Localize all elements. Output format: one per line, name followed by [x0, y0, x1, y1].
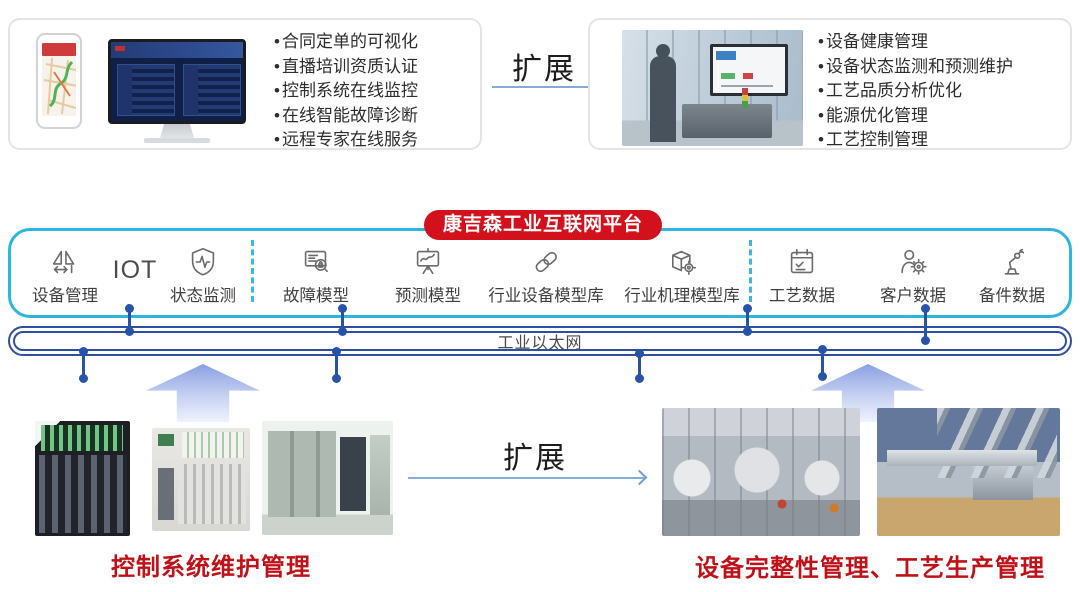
- up-arrow-left: [146, 364, 260, 422]
- dashboard-table-right: [183, 64, 241, 116]
- platform-item-label: 备件数据: [979, 287, 1045, 305]
- platform-item-label: 状态监测: [170, 287, 236, 305]
- phone-map-mockup: [36, 33, 82, 129]
- bullet-item: 设备状态监测和预测维护: [818, 55, 1013, 80]
- connector-line: [742, 304, 752, 336]
- calendar-check-icon: [785, 241, 819, 279]
- platform-item-customer-data: 客户数据: [880, 241, 946, 306]
- expand-arrow-bottom: [408, 477, 644, 479]
- platform-divider-right: [749, 240, 752, 302]
- signal-tower-lamp: [742, 88, 748, 108]
- platform-item-prediction-model: 预测模型: [395, 241, 461, 306]
- bullet-item: 工艺品质分析优化: [818, 79, 1013, 104]
- platform-banner: 康吉森工业互联网平台: [424, 210, 662, 240]
- platform-item-process-data: 工艺数据: [769, 241, 835, 306]
- phone-app-header: [42, 43, 76, 56]
- connector-line: [817, 345, 827, 381]
- calibration-icon: [48, 241, 82, 279]
- monitor-stand-base: [144, 138, 210, 143]
- platform-item-iot: IOT: [113, 241, 158, 299]
- shield-pulse-icon: [186, 241, 220, 279]
- platform-item-label: 设备管理: [32, 287, 98, 305]
- industrial-ethernet-bar: 工业以太网: [8, 326, 1072, 356]
- dashboard-header-band: [111, 42, 243, 58]
- top-left-panel: 合同定单的可视化 直播培训资质认证 控制系统在线监控 在线智能故障诊断 远程专家…: [8, 18, 482, 150]
- caption-equipment-integrity-process-production: 设备完整性管理、工艺生产管理: [695, 555, 1045, 582]
- connector-line: [634, 349, 644, 383]
- bullet-item: 能源优化管理: [818, 104, 1013, 129]
- platform-item-spare-parts-data: 备件数据: [979, 241, 1045, 306]
- platform-item-label: 预测模型: [395, 287, 461, 305]
- top-right-bullet-list: 设备健康管理 设备状态监测和预测维护 工艺品质分析优化 能源优化管理 工艺控制管…: [818, 30, 1013, 153]
- person-gear-icon: [896, 241, 930, 279]
- prediction-board-icon: [411, 241, 445, 279]
- photo-gray-controller-rack: [152, 428, 250, 531]
- platform-item-industry-equipment-model-library: 行业设备模型库: [488, 241, 604, 306]
- connector-line: [920, 304, 930, 345]
- bullet-item: 在线智能故障诊断: [274, 104, 418, 129]
- dashboard-table-left: [117, 64, 175, 116]
- chain-links-icon: [529, 241, 563, 279]
- monitor-stand-neck: [160, 124, 194, 138]
- platform-item-label: 故障模型: [283, 287, 349, 305]
- caption-control-system-maintenance: 控制系统维护管理: [111, 554, 311, 581]
- bullet-item: 直播培训资质认证: [274, 55, 418, 80]
- connector-line: [78, 347, 88, 383]
- platform-item-label: 行业机理模型库: [624, 287, 740, 305]
- photo-process-piping-plant: [877, 408, 1060, 536]
- dashboard-screen: [108, 39, 246, 124]
- platform-item-industry-mechanism-model-library: 行业机理模型库: [624, 241, 740, 306]
- platform-item-condition-monitoring: 状态监测: [170, 241, 236, 306]
- top-left-bullet-list: 合同定单的可视化 直播培训资质认证 控制系统在线监控 在线智能故障诊断 远程专家…: [274, 30, 418, 153]
- photo-turbine-hall: [662, 408, 860, 536]
- robot-arm-icon: [995, 241, 1029, 279]
- person-silhouette: [650, 44, 676, 142]
- dashboard-logo-mark: [115, 46, 125, 51]
- bullet-item: 控制系统在线监控: [274, 79, 418, 104]
- platform-item-label: IOT: [112, 256, 158, 284]
- fault-screen-magnifier-icon: [299, 241, 333, 279]
- bullet-item: 工艺控制管理: [818, 128, 1013, 153]
- photo-control-cabinet-room: [262, 421, 393, 535]
- connector-line: [337, 304, 347, 336]
- large-display: [710, 44, 788, 96]
- photo-dcs-controller-rack: [35, 421, 130, 536]
- workstation-machine: [682, 104, 772, 138]
- expand-arrow-top: [492, 86, 594, 88]
- expand-label-top: 扩展: [512, 53, 576, 86]
- industrial-ethernet-inner: 工业以太网: [13, 331, 1067, 352]
- dashboard-monitor-mockup: [108, 39, 246, 143]
- map-routes-graphic: [43, 57, 76, 115]
- display-charts: [713, 47, 785, 93]
- phone-map-area: [42, 56, 76, 116]
- platform-item-label: 行业设备模型库: [488, 287, 604, 305]
- platform-divider-left: [251, 240, 254, 302]
- engineer-photo: [622, 30, 803, 146]
- connector-line: [124, 304, 134, 336]
- industrial-ethernet-label: 工业以太网: [497, 335, 583, 352]
- platform-item-fault-model: 故障模型: [283, 241, 349, 306]
- platform-item-equipment-management: 设备管理: [32, 241, 98, 306]
- cube-gear-icon: [665, 241, 699, 279]
- platform-item-label: 客户数据: [880, 287, 946, 305]
- platform-item-label: 工艺数据: [769, 287, 835, 305]
- top-right-panel: 设备健康管理 设备状态监测和预测维护 工艺品质分析优化 能源优化管理 工艺控制管…: [588, 18, 1072, 150]
- connector-line: [331, 347, 341, 383]
- bullet-item: 合同定单的可视化: [274, 30, 418, 55]
- expand-label-bottom: 扩展: [503, 442, 567, 475]
- bullet-item: 设备健康管理: [818, 30, 1013, 55]
- bullet-item: 远程专家在线服务: [274, 128, 418, 153]
